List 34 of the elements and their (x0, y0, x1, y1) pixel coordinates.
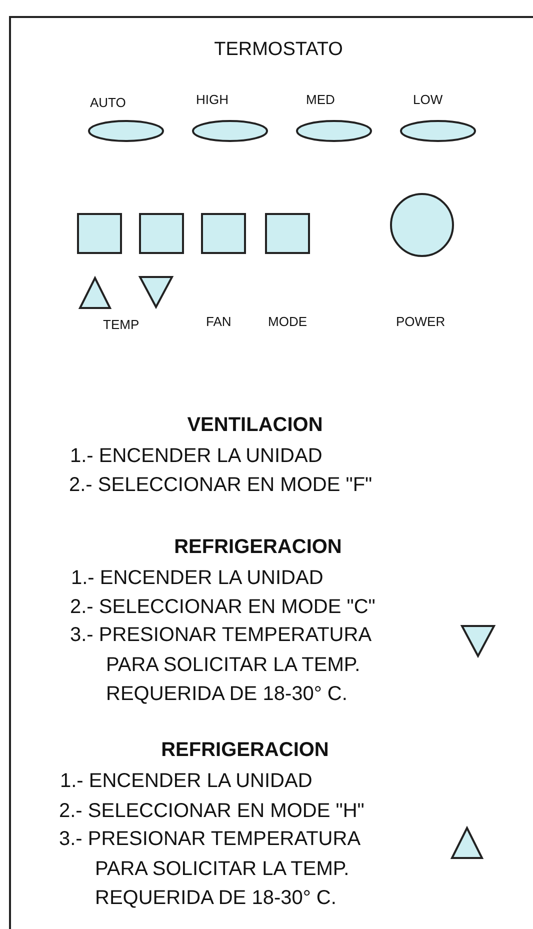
instruction-step: 3.- PRESIONAR TEMPERATURA PARA SOLICITAR LA TEMP. REQUERIDA DE 18-30° C. (59, 825, 385, 914)
instruction-step: 1.- ENCENDER LA UNIDAD (71, 568, 324, 588)
indicator-light (400, 120, 476, 142)
indicator-light (88, 120, 164, 142)
push-button (265, 213, 310, 254)
section-heading: REFRIGERACION (173, 537, 343, 557)
instruction-step: 1.- ENCENDER LA UNIDAD (70, 446, 322, 466)
push-button (77, 213, 122, 254)
section-heading: REFRIGERACION (160, 740, 330, 760)
instruction-step: 1.- ENCENDER LA UNIDAD (60, 771, 312, 791)
section-heading: VENTILACION (186, 415, 324, 435)
push-button (139, 213, 184, 254)
panel-title: TERMOSTATO (213, 40, 344, 59)
indicator-light (192, 120, 268, 142)
thermostat-panel (9, 16, 533, 929)
control-label: AUTO (90, 96, 126, 109)
indicator-light (296, 120, 372, 142)
up-triangle-icon (450, 826, 484, 859)
control-label: MED (306, 93, 335, 106)
instruction-step: 2.- SELECCIONAR EN MODE "F" (69, 475, 372, 495)
instruction-step: 3.- PRESIONAR TEMPERATURA PARA SOLICITAR LA TEMP. REQUERIDA DE 18-30° C. (70, 621, 396, 710)
control-label: LOW (413, 93, 443, 106)
push-button (201, 213, 246, 254)
instruction-step: 2.- SELECCIONAR EN MODE "H" (59, 801, 364, 821)
down-triangle-icon (138, 276, 174, 310)
instruction-step: 2.- SELECCIONAR EN MODE "C" (70, 597, 376, 617)
power-button (390, 193, 454, 257)
down-triangle-icon (460, 625, 496, 658)
control-label: HIGH (196, 93, 228, 106)
control-label: FAN (206, 315, 232, 328)
up-triangle-icon (78, 276, 112, 309)
control-label: TEMP (103, 318, 140, 331)
control-label: POWER (396, 315, 446, 328)
control-label: MODE (268, 315, 307, 328)
